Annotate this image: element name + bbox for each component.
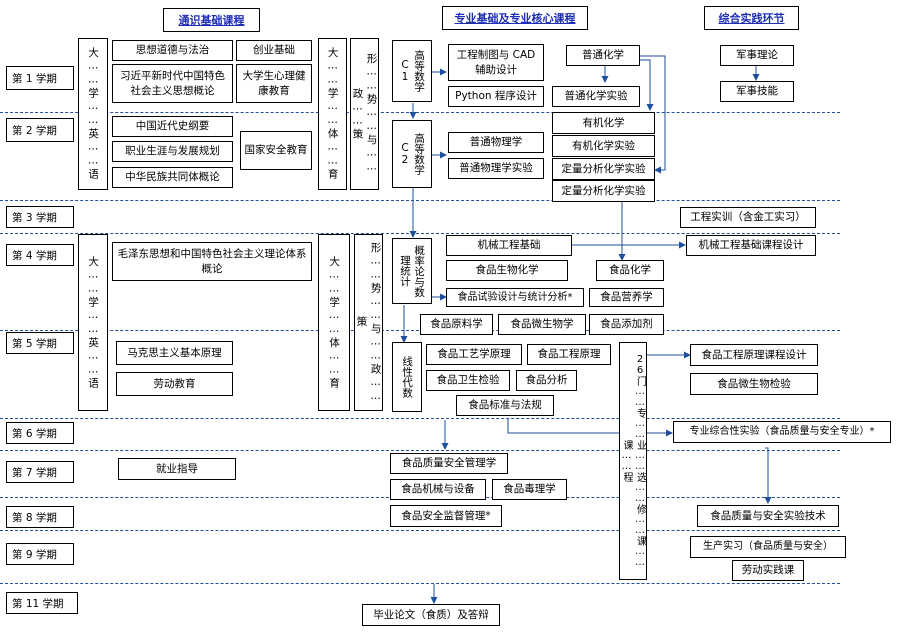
course-box: 中国近代史纲要: [112, 116, 233, 137]
semester-label: 第 7 学期: [6, 461, 74, 483]
course-box: 创业基础: [236, 40, 312, 61]
course-box: 食品原料学: [420, 314, 493, 335]
course-box: 食品营养学: [589, 288, 664, 307]
course-box: 食品微生物学: [498, 314, 586, 335]
course-box: 有机化学实验: [552, 135, 655, 157]
semester-divider: [0, 200, 840, 201]
practice-box: 军事技能: [720, 81, 794, 102]
course-box: 毛泽东思想和中国特色社会主义理论体系概论: [112, 242, 312, 281]
politics-bar: 形……势……与……政……策: [350, 38, 379, 190]
semester-label: 第 6 学期: [6, 422, 74, 444]
advanced-math-c1: 高等数学C1: [392, 40, 432, 102]
semester-label: 第 2 学期: [6, 118, 74, 142]
probability-statistics: 概率论与数理统计: [392, 238, 432, 304]
semester-label: 第 8 学期: [6, 506, 74, 528]
semester-divider: [0, 583, 840, 584]
course-box: 定量分析化学实验: [552, 158, 655, 180]
course-box: 食品工程原理: [527, 344, 611, 365]
practice-box: 生产实习（食品质量与安全）: [690, 536, 846, 558]
professional-electives-bar: 26门……专……业……选……修……课……课……程: [619, 342, 647, 580]
semester-label: 第 1 学期: [6, 66, 74, 90]
course-box: 食品工艺学原理: [426, 344, 522, 365]
course-box: Python 程序设计: [448, 86, 544, 107]
course-box: 食品安全监督管理*: [390, 505, 502, 527]
course-box: 普通化学: [566, 45, 640, 66]
header-general-courses: 通识基础课程: [163, 8, 260, 32]
course-box: 习近平新时代中国特色社会主义思想概论: [112, 64, 233, 103]
course-box: 定量分析化学实验: [552, 180, 655, 202]
practice-box: 机械工程基础课程设计: [686, 235, 816, 256]
semester-label: 第 5 学期: [6, 332, 74, 354]
course-box: 工程制图与 CAD 辅助设计: [448, 44, 544, 81]
practice-box: 专业综合性实验（食品质量与安全专业）*: [673, 421, 891, 443]
semester-label: 第 3 学期: [6, 206, 74, 228]
practice-box: 劳动实践课: [732, 560, 804, 581]
course-box: 食品毒理学: [492, 479, 567, 500]
course-box: 食品试验设计与统计分析*: [446, 288, 584, 307]
course-box: 有机化学: [552, 112, 655, 134]
practice-box: 工程实训（含金工实习）: [680, 207, 816, 228]
course-box: 机械工程基础: [446, 235, 572, 256]
college-english-bar: 大……学……英……语: [78, 38, 108, 190]
semester-label: 第 4 学期: [6, 244, 74, 266]
semester-label: 第 11 学期: [6, 592, 78, 614]
header-professional-courses: 专业基础及专业核心课程: [442, 6, 588, 30]
course-box: 就业指导: [118, 458, 236, 480]
semester-divider: [0, 112, 840, 113]
course-box: 普通物理学: [448, 132, 544, 153]
course-box: 食品添加剂: [589, 314, 664, 335]
course-box: 劳动教育: [116, 372, 233, 396]
course-box: 职业生涯与发展规划: [112, 141, 233, 162]
course-box: 食品卫生检验: [426, 370, 510, 391]
politics-bar: 形……势……与……政……策: [354, 234, 383, 411]
semester-divider: [0, 233, 840, 234]
header-practice: 综合实践环节: [704, 6, 799, 30]
practice-box: 食品质量与安全实验技术: [697, 505, 839, 527]
course-box: 食品机械与设备: [390, 479, 486, 500]
semester-label: 第 9 学期: [6, 543, 74, 565]
college-english-bar: 大……学……英……语: [78, 234, 108, 411]
course-box: 食品生物化学: [446, 260, 568, 281]
practice-box: 食品微生物检验: [690, 373, 818, 395]
linear-algebra: 线性代数: [392, 342, 422, 412]
college-pe-bar: 大……学……体……育: [318, 38, 347, 190]
advanced-math-c2: 高等数学C2: [392, 120, 432, 188]
course-box: 思想道德与法治: [112, 40, 233, 61]
course-box: 马克思主义基本原理: [116, 341, 233, 365]
practice-box: 食品工程原理课程设计: [690, 344, 818, 366]
college-pe-bar: 大……学……体……育: [318, 234, 350, 411]
semester-divider: [0, 418, 840, 419]
course-box: 中华民族共同体概论: [112, 167, 233, 188]
course-box: 普通物理学实验: [448, 158, 544, 179]
semester-divider: [0, 450, 840, 451]
course-box: 食品化学: [596, 260, 664, 281]
course-box: 食品分析: [516, 370, 577, 391]
practice-box: 军事理论: [720, 45, 794, 66]
course-box: 大学生心理健康教育: [236, 64, 312, 103]
semester-divider: [0, 530, 840, 531]
course-box: 食品标准与法规: [456, 395, 554, 416]
course-box: 食品质量安全管理学: [390, 453, 508, 474]
course-box: 国家安全教育: [240, 131, 312, 170]
course-box: 毕业论文（食质）及答辩: [362, 604, 500, 626]
course-box: 普通化学实验: [552, 86, 640, 107]
